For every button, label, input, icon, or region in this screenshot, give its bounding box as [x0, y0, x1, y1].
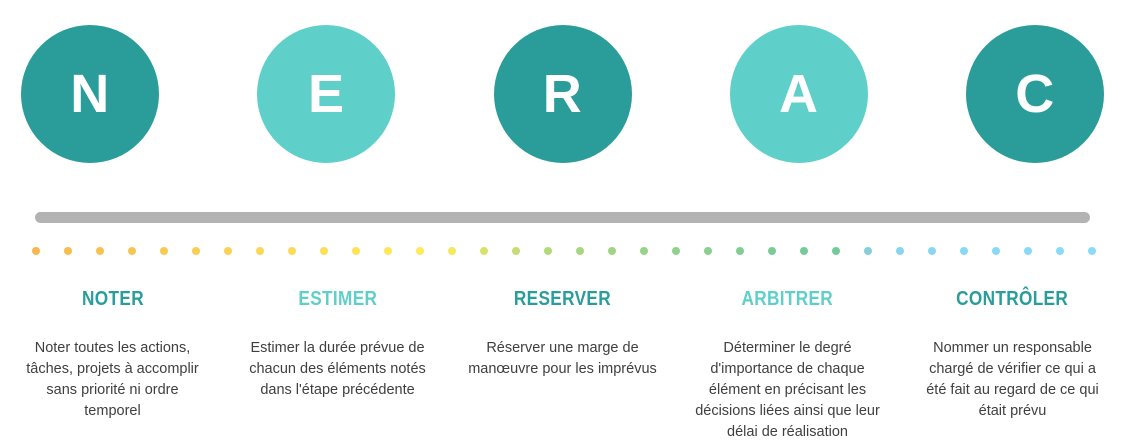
step-body: Déterminer le degré d'importance de chaq…	[695, 340, 880, 441]
timeline-dot	[512, 247, 520, 255]
timeline-dot	[224, 247, 232, 255]
step-circle-arbitrer[interactable]: A	[729, 25, 868, 163]
step-circle-noter[interactable]: N	[21, 25, 159, 163]
timeline-dot	[864, 247, 872, 255]
step-circle-reserver[interactable]: R	[493, 25, 632, 163]
step-body: Noter toutes les actions, tâches, projet…	[26, 340, 199, 420]
timeline-dot	[480, 247, 488, 255]
timeline-dot	[416, 247, 424, 255]
timeline-dots	[0, 247, 1125, 259]
circle-letter: E	[307, 64, 345, 124]
step-column-noter: NOTER Noter toutes les actions, tâches, …	[0, 288, 225, 448]
timeline-dot	[320, 247, 328, 255]
circle-letter: N	[70, 64, 110, 124]
timeline-dot	[32, 247, 40, 255]
step-heading: ESTIMER	[298, 288, 377, 310]
circle-letter: C	[1015, 64, 1055, 124]
step-heading: ARBITRER	[741, 288, 834, 310]
timeline-dot	[128, 247, 136, 255]
timeline-dot	[64, 247, 72, 255]
timeline-dot	[768, 247, 776, 255]
circle-letter: A	[779, 64, 819, 124]
timeline-dot	[928, 247, 936, 255]
step-heading: NOTER	[81, 288, 144, 310]
timeline-dot	[640, 247, 648, 255]
step-column-arbitrer: ARBITRER Déterminer le degré d'importanc…	[675, 288, 900, 448]
timeline-dot	[992, 247, 1000, 255]
step-body: Nommer un responsable chargé de vérifier…	[926, 340, 1099, 420]
timeline-dot	[832, 247, 840, 255]
timeline-dot	[1088, 247, 1096, 255]
steps-descriptions: NOTER Noter toutes les actions, tâches, …	[0, 288, 1125, 448]
step-column-estimer: ESTIMER Estimer la durée prévue de chacu…	[225, 288, 450, 448]
step-column-reserver: RESERVER Réserver une marge de manœuvre …	[450, 288, 675, 448]
timeline-dot	[896, 247, 904, 255]
timeline-dot	[96, 247, 104, 255]
timeline-bar	[35, 212, 1090, 223]
timeline-dot	[384, 247, 392, 255]
circles-row: N E R A C	[0, 25, 1125, 195]
timeline-dot	[800, 247, 808, 255]
circle-letter: R	[542, 64, 583, 124]
timeline-dot	[256, 247, 264, 255]
timeline-dot	[576, 247, 584, 255]
timeline-dot	[704, 247, 712, 255]
timeline-dot	[1056, 247, 1064, 255]
step-circle-estimer[interactable]: E	[257, 25, 396, 163]
timeline-dot	[608, 247, 616, 255]
timeline-dot	[960, 247, 968, 255]
step-circle-controler[interactable]: C	[966, 25, 1104, 163]
timeline-dot	[448, 247, 456, 255]
step-body: Réserver une marge de manœuvre pour les …	[468, 340, 657, 378]
step-body: Estimer la durée prévue de chacun des él…	[249, 340, 426, 399]
timeline-dot	[544, 247, 552, 255]
step-heading: CONTRÔLER	[956, 288, 1069, 310]
step-heading: RESERVER	[513, 288, 612, 310]
timeline-dot	[736, 247, 744, 255]
step-column-controler: CONTRÔLER Nommer un responsable chargé d…	[900, 288, 1125, 448]
timeline-dot	[672, 247, 680, 255]
timeline-dot	[192, 247, 200, 255]
timeline-dot	[288, 247, 296, 255]
timeline-dot	[352, 247, 360, 255]
timeline-dot	[160, 247, 168, 255]
timeline-dot	[1024, 247, 1032, 255]
